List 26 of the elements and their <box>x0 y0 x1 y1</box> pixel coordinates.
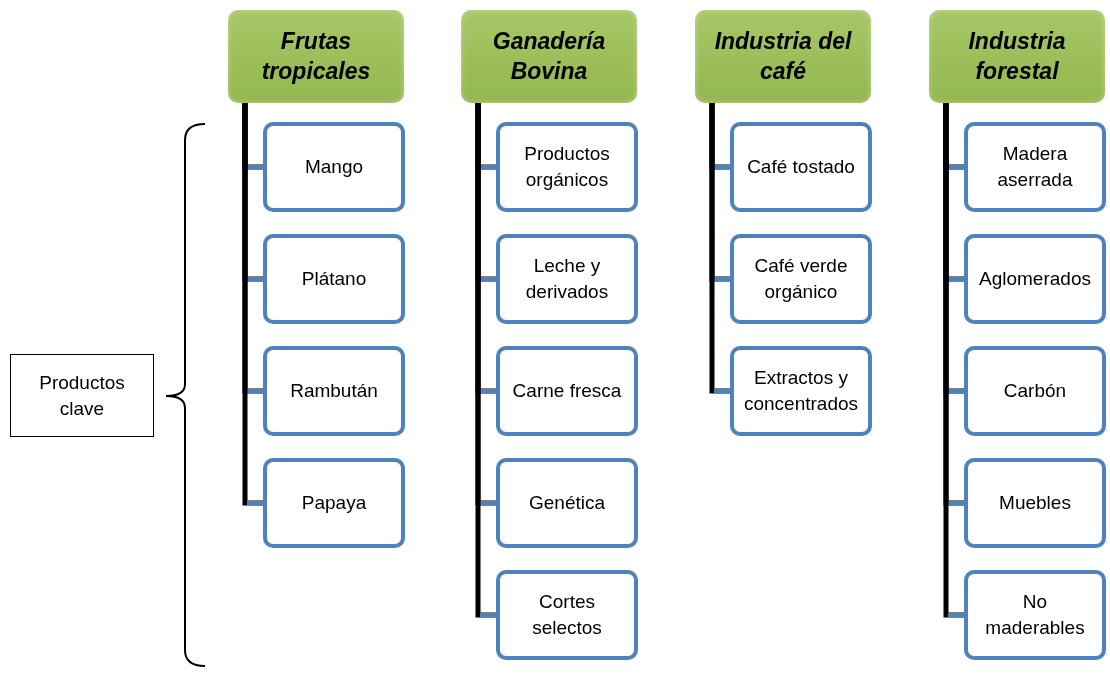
product-box: Carbón <box>964 346 1106 436</box>
category-header: Industria del café <box>695 10 871 103</box>
product-box: Cortes selectos <box>496 570 638 660</box>
product-box: Genética <box>496 458 638 548</box>
product-box: Rambután <box>263 346 405 436</box>
product-box: Muebles <box>964 458 1106 548</box>
product-box: Carne fresca <box>496 346 638 436</box>
product-box: Papaya <box>263 458 405 548</box>
connector-line <box>475 103 496 618</box>
category-header: Ganadería Bovina <box>461 10 637 103</box>
text-box: Productos clave <box>10 354 154 437</box>
connector-line <box>709 103 730 394</box>
product-box: Productos orgánicos <box>496 122 638 212</box>
product-box: Leche y derivados <box>496 234 638 324</box>
connector-line <box>242 103 263 506</box>
product-box: No maderables <box>964 570 1106 660</box>
category-header: Frutas tropicales <box>228 10 404 103</box>
product-box: Café verde orgánico <box>730 234 872 324</box>
connector-line <box>943 103 964 618</box>
product-box: Mango <box>263 122 405 212</box>
product-box: Café tostado <box>730 122 872 212</box>
product-box: Aglomerados <box>964 234 1106 324</box>
category-header: Industria forestal <box>929 10 1105 103</box>
product-box: Plátano <box>263 234 405 324</box>
product-box: Madera aserrada <box>964 122 1106 212</box>
product-box: Extractos y concentrados <box>730 346 872 436</box>
